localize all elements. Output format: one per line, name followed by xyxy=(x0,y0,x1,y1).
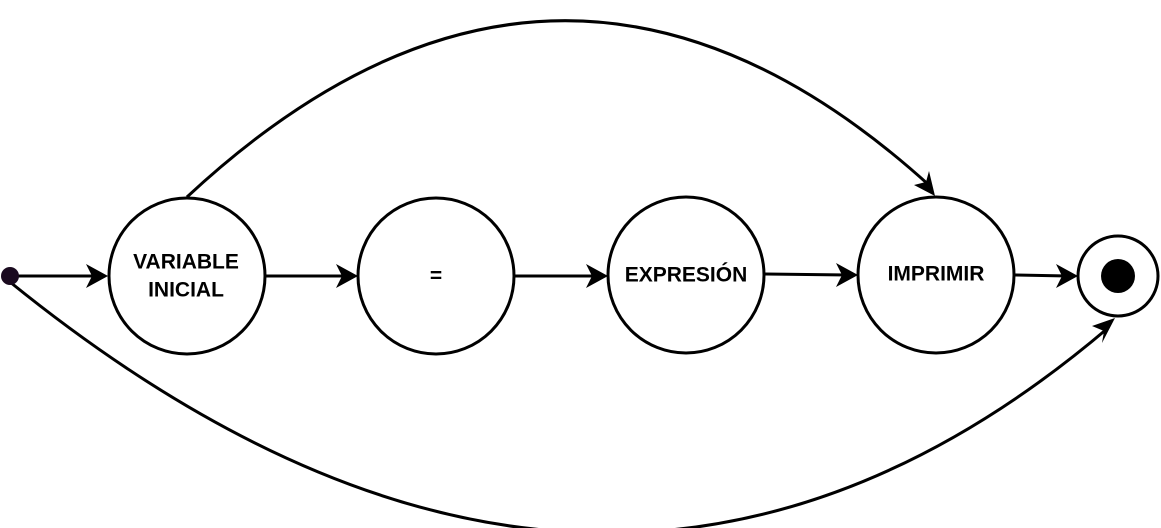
node-imprimir: IMPRIMIR xyxy=(856,195,1016,355)
node-variable-inicial: VARIABLE INICIAL xyxy=(107,196,267,356)
node-equals-label: = xyxy=(430,265,442,288)
edge-arc-start-to-final xyxy=(9,280,1109,528)
initial-state-dot xyxy=(1,267,19,285)
node-equals-circle xyxy=(356,196,516,356)
edge-expresion-to-imprimir xyxy=(764,272,849,277)
edge-arc-variable-inicial-to-imprimir xyxy=(185,19,932,199)
node-expresion-circle xyxy=(606,195,766,355)
node-imprimir-circle xyxy=(856,195,1016,355)
arrowhead-variable-inicial xyxy=(86,264,108,288)
node-variable-inicial-circle xyxy=(107,196,267,356)
node-equals: = xyxy=(356,196,516,356)
final-state-icon xyxy=(1076,234,1160,318)
arrowhead-expresion xyxy=(586,264,608,288)
arrowhead-final xyxy=(1056,264,1078,288)
edges xyxy=(9,19,1115,528)
node-variable-inicial-label-line1: VARIABLE xyxy=(133,251,239,274)
final-state-inner-dot xyxy=(1101,259,1135,293)
node-imprimir-label: IMPRIMIR xyxy=(888,263,985,286)
node-variable-inicial-label-line2: INICIAL xyxy=(148,279,224,302)
arrowhead-arc-final xyxy=(1092,318,1115,343)
node-expresion-label: EXPRESIÓN xyxy=(625,263,748,287)
edge-imprimir-to-final xyxy=(1014,273,1069,278)
arrowhead-arc-imprimir xyxy=(914,171,935,196)
arrowhead-equals xyxy=(336,264,358,288)
node-expresion: EXPRESIÓN xyxy=(606,195,766,355)
arrowhead-imprimir xyxy=(836,263,858,287)
